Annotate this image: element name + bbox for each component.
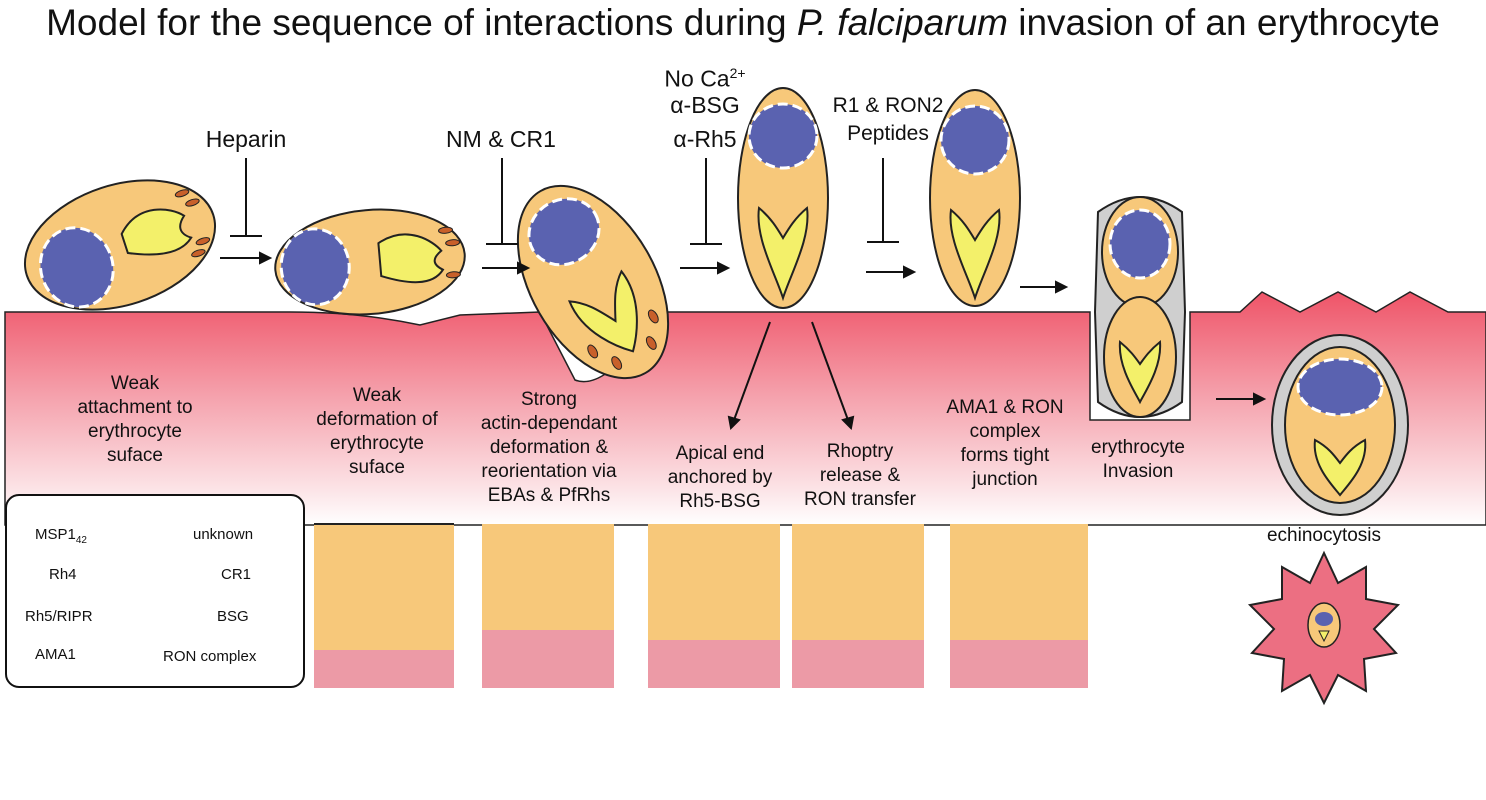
nucleus xyxy=(747,102,819,170)
inhibitor-peptides: R1 & RON2 Peptides xyxy=(832,94,944,145)
inset-weak-deformation xyxy=(314,523,454,688)
inhibitor-anti-bsg: α-BSG xyxy=(670,92,740,118)
inset-rhoptry-release xyxy=(792,524,924,688)
rhoptry xyxy=(120,208,193,256)
inset-tight-junction xyxy=(950,524,1088,688)
nucleus xyxy=(279,227,351,307)
merozoite-inside-erythrocyte xyxy=(1271,334,1409,516)
progression-arrows xyxy=(220,251,1267,431)
legend-unknown: unknown xyxy=(193,526,254,543)
inhibitor-anti-rh5: α-Rh5 xyxy=(673,126,737,152)
nucleus xyxy=(38,226,115,309)
rhoptry xyxy=(567,269,638,353)
nucleus xyxy=(1108,208,1172,280)
step-weak-deformation: Weak deformation of erythrocyte suface xyxy=(316,385,438,478)
inhibitor-no-calcium: No Ca2+ xyxy=(664,65,746,92)
step-echinocytosis: echinocytosis xyxy=(1266,525,1382,546)
detail-inset-panels xyxy=(314,523,1088,688)
page-title: Model for the sequence of interactions d… xyxy=(46,2,1440,43)
inset-strong-deformation xyxy=(482,524,614,688)
legend-ron-complex: RON complex xyxy=(163,648,257,665)
nucleus xyxy=(939,104,1011,176)
nucleus xyxy=(527,197,601,267)
merozoite-weak-attachment xyxy=(23,179,217,311)
legend-ama1: AMA1 xyxy=(35,646,76,663)
nucleus xyxy=(1296,357,1384,417)
inhibitor-heparin: Heparin xyxy=(205,126,287,152)
rhoptry xyxy=(757,206,809,302)
step-invasion: erythrocyte Invasion xyxy=(1091,437,1185,482)
merozoite-reorientation xyxy=(516,184,670,380)
step-rhoptry-release: Rhoptry release & RON transfer xyxy=(804,441,916,510)
merozoite-invading xyxy=(1093,196,1187,418)
merozoite-rhoptry-release xyxy=(929,89,1021,307)
rhoptry xyxy=(1313,438,1367,497)
echinocyte-cell xyxy=(1247,550,1401,706)
merozoite-apical-anchor xyxy=(737,87,829,309)
rhoptry xyxy=(949,208,1001,302)
legend-rh5-ripr: Rh5/RIPR xyxy=(25,608,93,625)
inset-apical-anchor xyxy=(648,524,780,688)
legend-box: MSP142 Rh4 Rh5/RIPR AMA1 unknown CR1 BSG… xyxy=(5,494,305,688)
legend-rh4: Rh4 xyxy=(49,566,77,583)
rhoptry xyxy=(1118,340,1162,405)
inhibitor-nm-cr1: NM & CR1 xyxy=(446,126,556,152)
step-apical-anchor: Apical end anchored by Rh5-BSG xyxy=(667,443,773,512)
step-tight-junction: AMA1 & RON complex forms tight junction xyxy=(946,397,1064,490)
legend-bsg: BSG xyxy=(217,608,249,625)
merozoite-weak-deformation xyxy=(274,208,466,316)
step-strong-deformation: Strong actin-dependant deformation & reo… xyxy=(480,389,618,506)
step-weak-attachment: Weak attachment to erythrocyte suface xyxy=(77,373,193,466)
legend-msp1: MSP142 xyxy=(35,526,87,546)
inhibition-markers xyxy=(230,158,899,245)
legend-cr1: CR1 xyxy=(221,566,252,583)
rhoptry xyxy=(377,233,445,284)
